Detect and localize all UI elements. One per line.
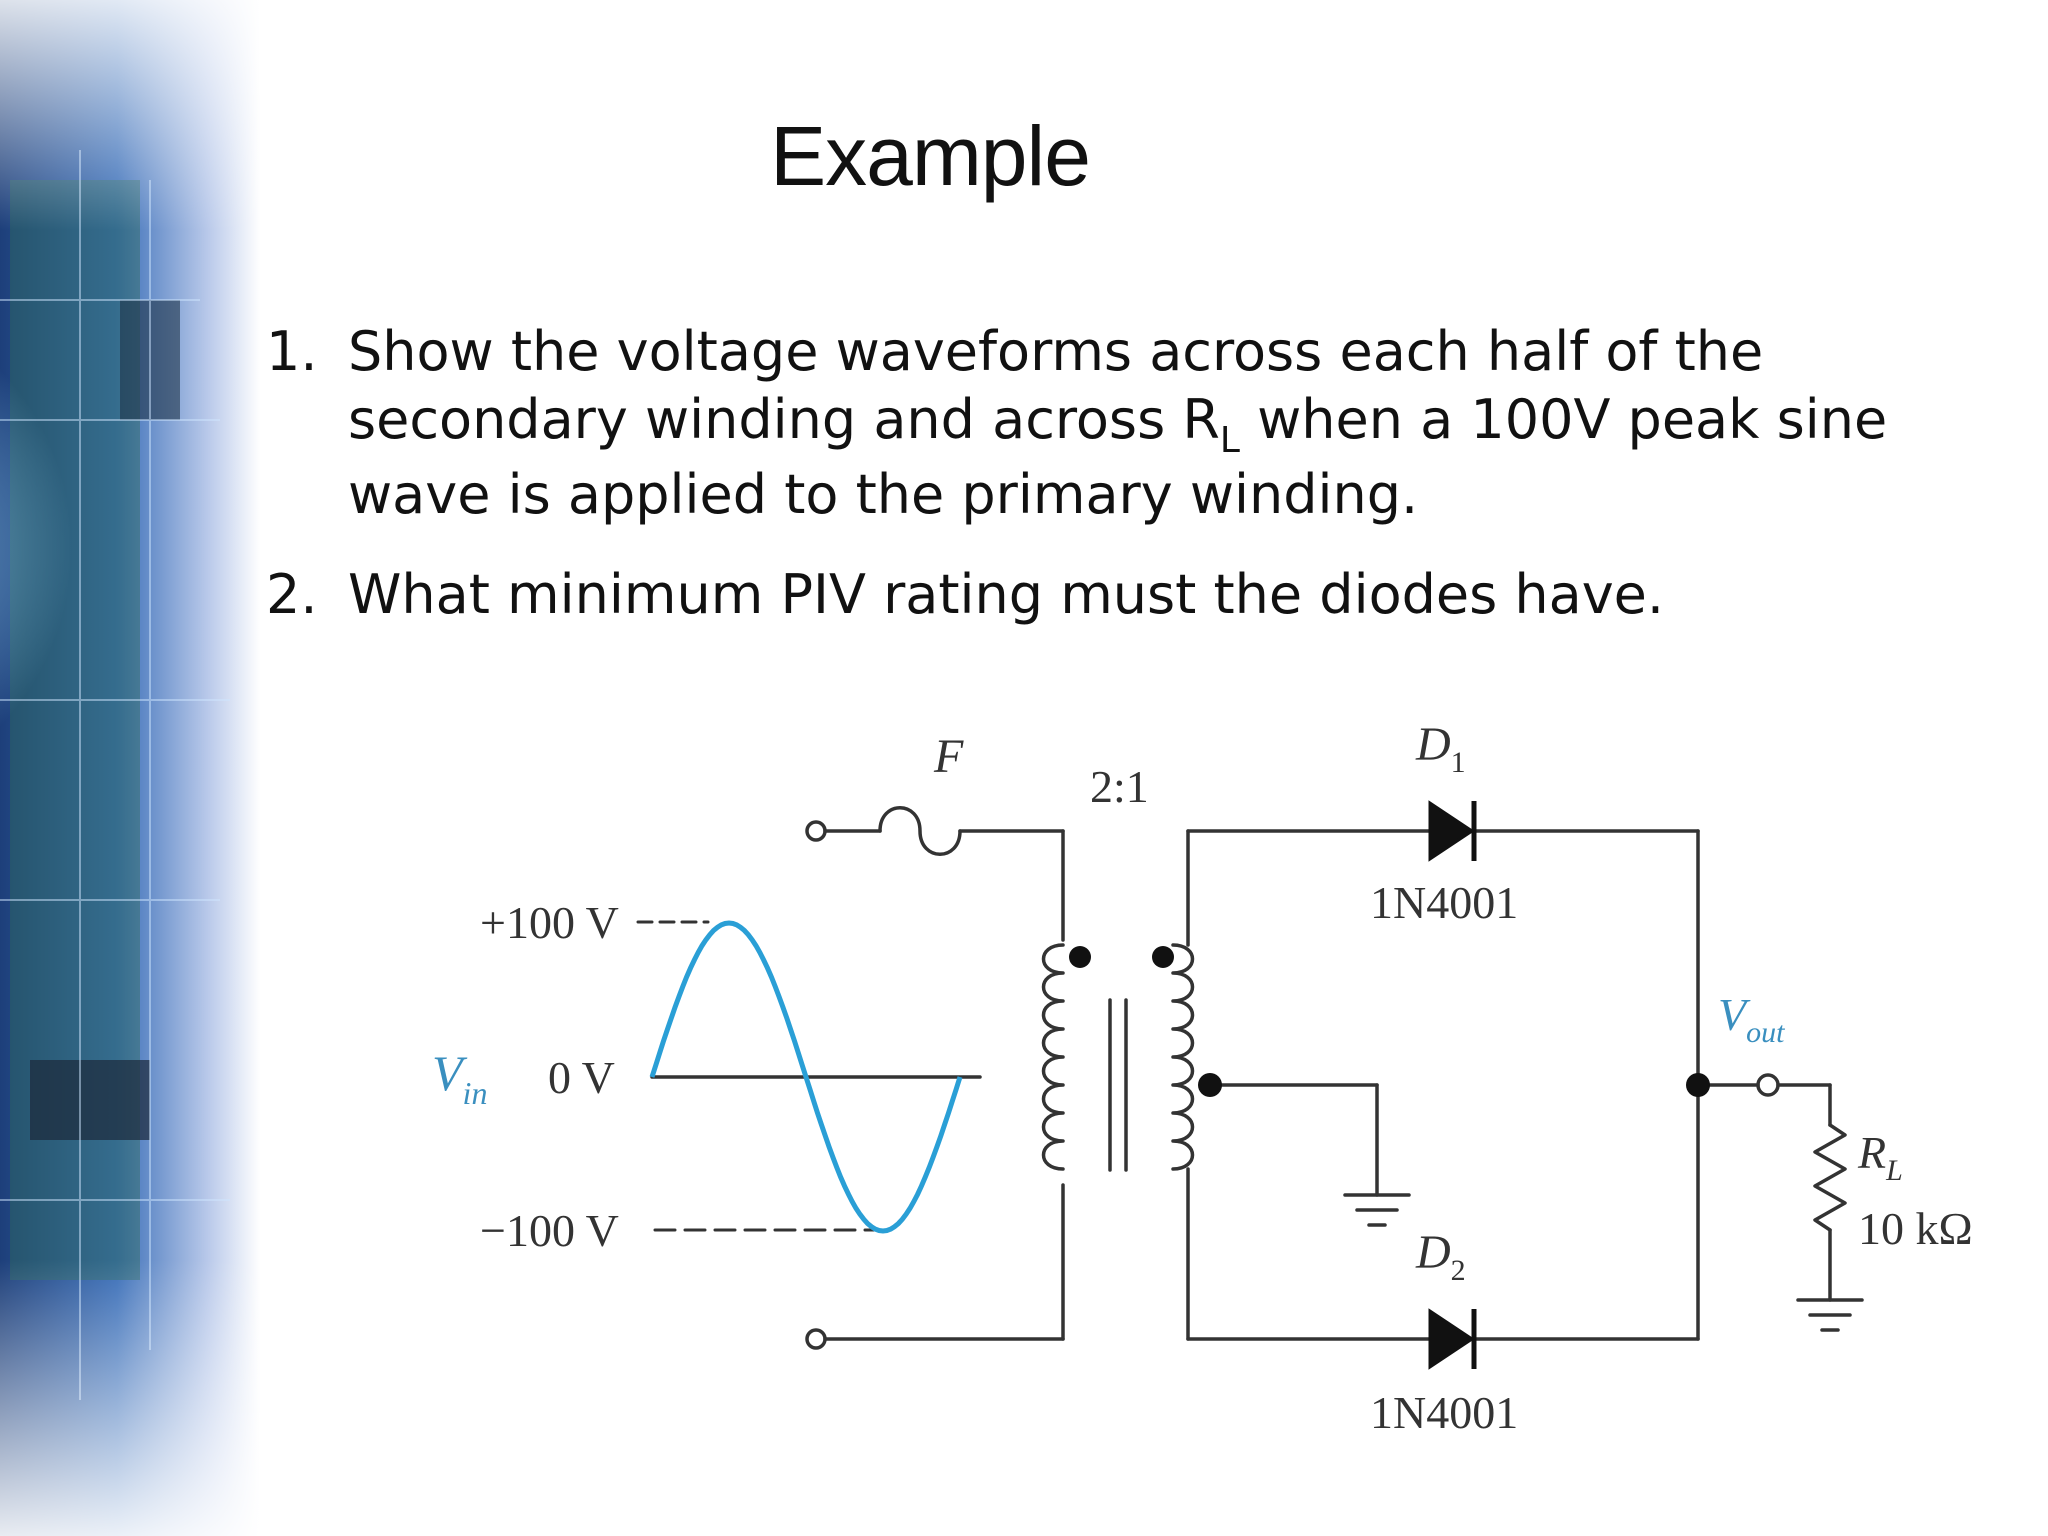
ground-symbol-center-tap	[1343, 1193, 1411, 1227]
d1-part-number: 1N4001	[1370, 877, 1518, 928]
question-item-2: 2. What minimum PIV rating must the diod…	[266, 561, 1966, 629]
question-list: 1. Show the voltage waveforms across eac…	[266, 318, 1966, 629]
load-resistor	[1813, 1123, 1847, 1232]
load-label: RL	[1857, 1127, 1903, 1187]
center-tap-node	[1198, 1073, 1222, 1097]
output-node	[1686, 1073, 1710, 1097]
question-text: What minimum PIV rating must the diodes …	[348, 563, 1665, 626]
secondary-coil	[1171, 943, 1195, 1171]
secondary-polarity-dot	[1152, 946, 1174, 968]
load-value: 10 kΩ	[1858, 1203, 1973, 1254]
waveform-label-minus100: −100 V	[480, 1205, 619, 1256]
fuse-symbol	[878, 806, 962, 856]
waveform-label-zero: 0 V	[548, 1052, 615, 1103]
diode-d2-symbol	[1428, 1308, 1477, 1370]
vin-label: Vin	[432, 1045, 487, 1111]
waveform-label-plus100: +100 V	[480, 897, 619, 948]
primary-coil	[1041, 943, 1065, 1171]
question-item-1: 1. Show the voltage waveforms across eac…	[266, 318, 1966, 529]
question-number: 1.	[266, 320, 318, 383]
input-terminal-bottom	[805, 1328, 827, 1350]
primary-polarity-dot	[1069, 946, 1091, 968]
turns-ratio-label: 2:1	[1090, 761, 1149, 812]
question-subscript: L	[1219, 420, 1240, 461]
ground-symbol-load	[1796, 1298, 1864, 1332]
fuse-label: F	[933, 730, 964, 783]
vout-label: Vout	[1718, 989, 1785, 1049]
input-sine-wave	[649, 920, 963, 1234]
diode-d1-symbol	[1428, 800, 1477, 862]
input-terminal-top	[805, 820, 827, 842]
question-number: 2.	[266, 563, 318, 626]
output-terminal	[1756, 1073, 1780, 1097]
question-text-part: when a 100V peak sine wave is applied to…	[348, 388, 1888, 526]
decorative-side-image	[0, 0, 260, 1536]
d2-label: D2	[1415, 1226, 1466, 1287]
question-text-part: Show the voltage waveforms across each h…	[348, 320, 1764, 451]
slide-title: Example	[770, 109, 1091, 203]
d2-part-number: 1N4001	[1370, 1387, 1518, 1438]
d1-label: D1	[1415, 718, 1466, 779]
